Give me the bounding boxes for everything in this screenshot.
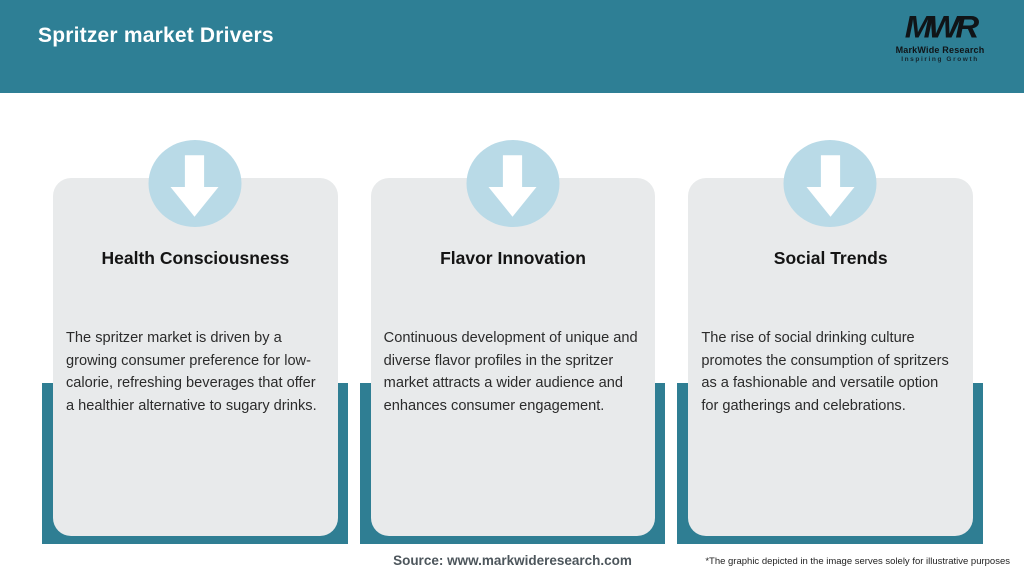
card-description: Continuous development of unique and div… <box>383 330 638 414</box>
source-text: Source: www.markwideresearch.com <box>393 553 632 568</box>
mwr-logo-mark: MWR <box>904 8 979 45</box>
page-title: Spritzer market Drivers <box>38 24 274 47</box>
driver-card-social-trends: Social Trends The rise of social drinkin… <box>677 140 984 544</box>
down-arrow-icon <box>466 140 559 227</box>
driver-card-flavor-innovation: Flavor Innovation Continuous development… <box>359 140 666 544</box>
card-title: Health Consciousness <box>101 248 290 268</box>
drivers-section: Health Consciousness The spritzer market… <box>42 140 984 544</box>
driver-card-health-consciousness: Health Consciousness The spritzer market… <box>42 140 348 544</box>
brand-tagline: Inspiring Growth <box>901 56 979 63</box>
disclaimer-text: *The graphic depicted in the image serve… <box>705 556 1010 567</box>
card-description: The rise of social drinking culture prom… <box>701 330 949 414</box>
brand-name: MarkWide Research <box>895 45 985 55</box>
card-title: Social Trends <box>773 248 888 268</box>
down-arrow-icon <box>783 140 877 227</box>
card-body: Social Trends The rise of social drinkin… <box>688 178 974 536</box>
card-title: Flavor Innovation <box>440 248 586 268</box>
brand-logo: MWR MarkWide Research Inspiring Growth <box>880 10 1000 63</box>
down-arrow-icon <box>148 140 242 227</box>
card-description: The spritzer market is driven by a growi… <box>66 330 317 414</box>
card-body: Health Consciousness The spritzer market… <box>53 178 338 536</box>
header-bar: Spritzer market Drivers MWR MarkWide Res… <box>0 0 1024 93</box>
card-body: Flavor Innovation Continuous development… <box>370 178 656 536</box>
